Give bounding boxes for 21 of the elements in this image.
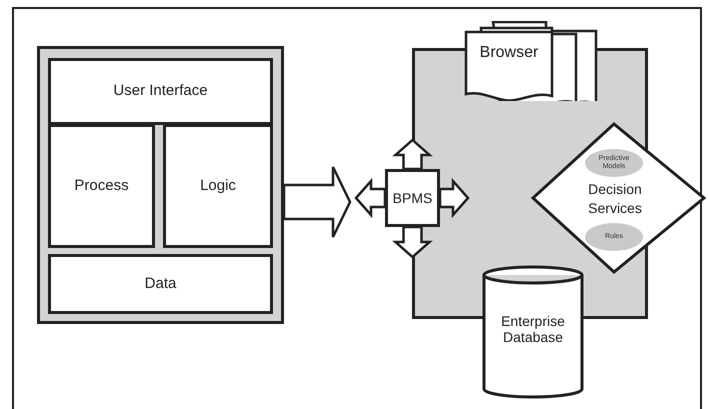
layer-box — [48, 58, 273, 125]
node-label: User Interface — [113, 81, 208, 102]
node-label: Enterprise Database — [501, 313, 565, 345]
process-box — [385, 169, 440, 227]
node-label: Logic — [200, 176, 236, 196]
node-label: Decision Services — [588, 181, 642, 216]
node-label: Data — [144, 274, 176, 294]
database-cylinder — [482, 265, 584, 399]
layer-box — [163, 124, 273, 248]
block-arrow — [282, 166, 352, 238]
node-label: Browser — [480, 43, 538, 63]
block-arrow — [438, 178, 470, 218]
layer-box — [48, 124, 155, 248]
node-label: BPMS — [392, 188, 432, 208]
block-arrow — [392, 226, 433, 259]
block-arrow — [354, 178, 386, 218]
document-stack — [464, 21, 598, 101]
container-box — [37, 46, 284, 324]
block-arrow — [392, 138, 433, 170]
layer-box — [48, 254, 273, 314]
node-label: Process — [74, 176, 129, 196]
